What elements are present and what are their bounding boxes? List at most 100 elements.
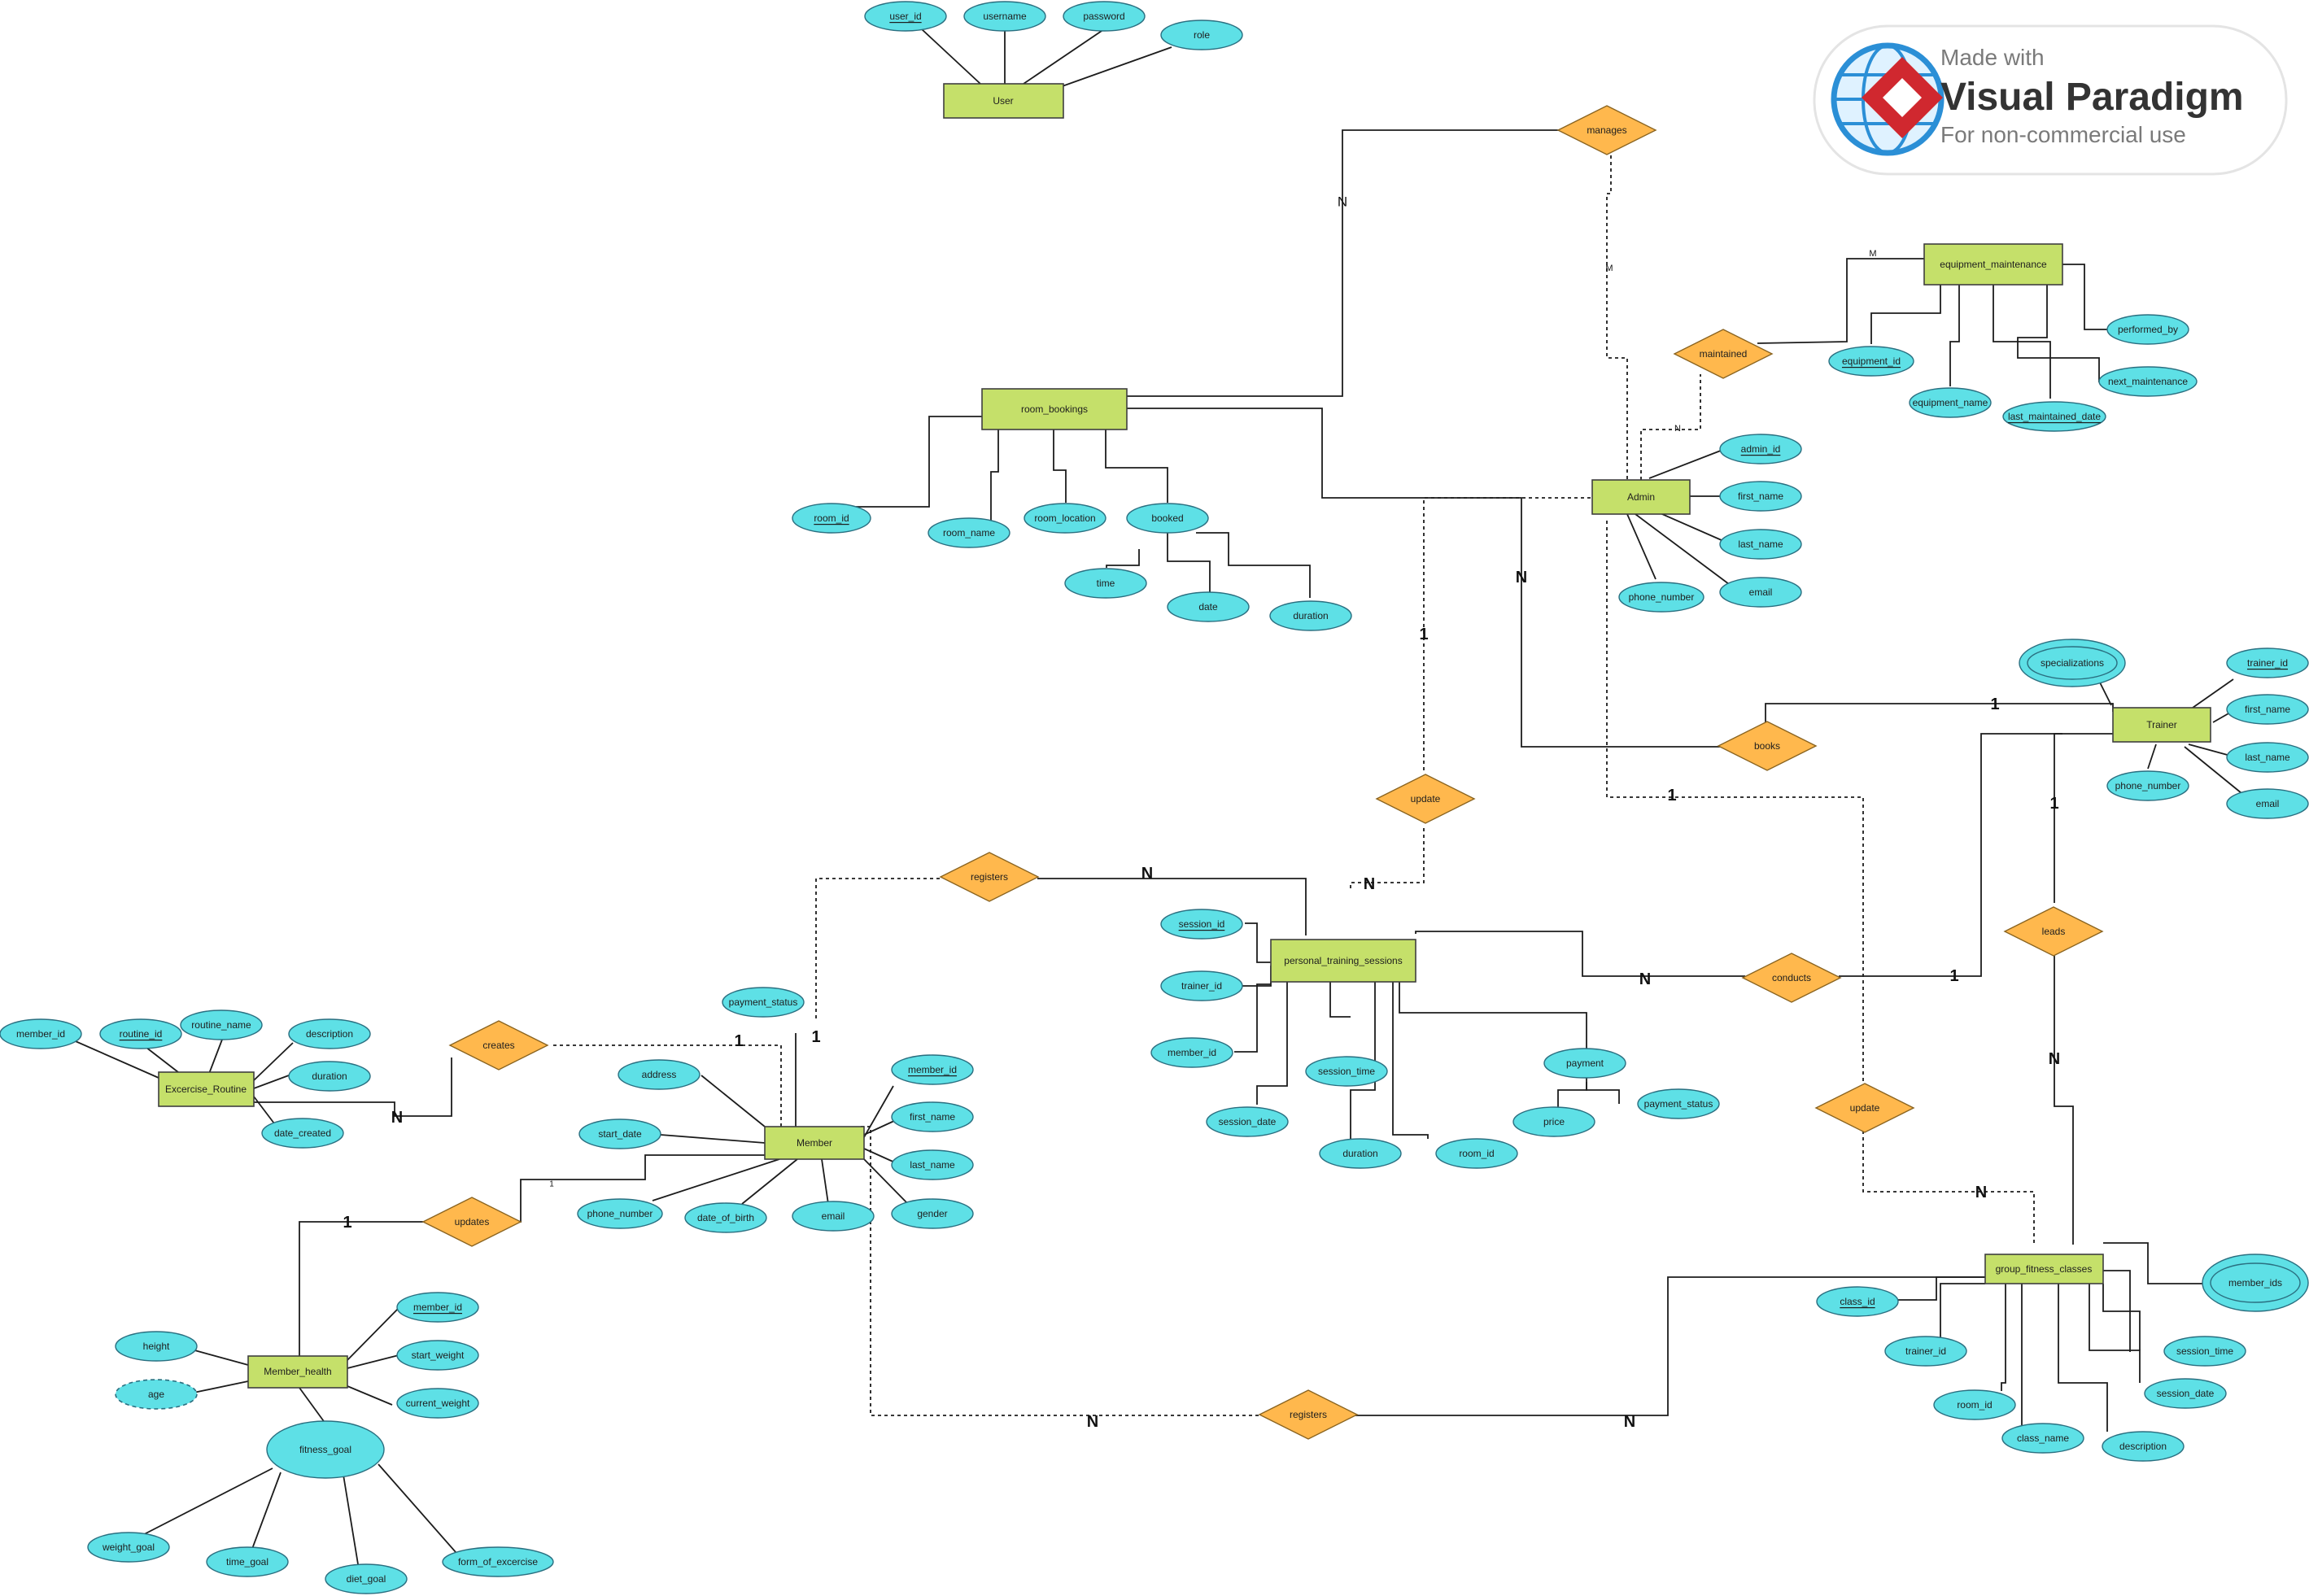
attr-time-goal[interactable]: time_goal [206,1546,289,1577]
attr-routine-member-id[interactable]: member_id [0,1018,82,1049]
attr-form-of-excercise[interactable]: form_of_excercise [442,1546,554,1577]
relationship-manages[interactable]: manages [1556,105,1657,155]
relationship-registers-pt[interactable]: registers [939,852,1040,902]
relationship-update-admin-pt[interactable]: update [1375,774,1476,824]
attr-member-last-name[interactable]: last_name [891,1149,974,1180]
attr-session-id[interactable]: session_id [1160,909,1243,940]
attr-role[interactable]: role [1160,20,1243,50]
attr-routine-duration[interactable]: duration [288,1061,371,1092]
attr-member-payment-status[interactable]: payment_status [722,987,805,1018]
attr-trainer-email[interactable]: email [2226,788,2309,819]
attr-room-id[interactable]: room_id [792,503,871,534]
attr-trainer-id[interactable]: trainer_id [2226,648,2309,678]
attr-pt-member-id[interactable]: member_id [1150,1037,1233,1068]
svg-text:email: email [1749,587,1773,598]
attr-payment[interactable]: payment [1543,1048,1626,1079]
attr-pt-payment-status[interactable]: payment_status [1637,1088,1720,1119]
attr-date-created[interactable]: date_created [261,1118,344,1149]
attr-routine-id[interactable]: routine_id [99,1018,182,1049]
svg-text:phone_number: phone_number [587,1208,653,1219]
relationship-books[interactable]: books [1717,721,1818,771]
entity-member-health[interactable]: Member_health [247,1355,348,1389]
entity-member[interactable]: Member [764,1126,865,1160]
attr-date[interactable]: date [1167,591,1250,622]
attr-pt-duration[interactable]: duration [1319,1138,1402,1169]
svg-text:date: date [1198,601,1218,613]
relationship-registers-group[interactable]: registers [1258,1389,1359,1440]
attr-current-weight[interactable]: current_weight [396,1388,479,1419]
svg-text:performed_by: performed_by [2118,324,2178,335]
attr-last-maintained-date[interactable]: last_maintained_date [2002,401,2106,432]
attr-password[interactable]: password [1063,1,1146,32]
entity-personal-training-sessions[interactable]: personal_training_sessions [1270,939,1416,983]
attr-weight-goal[interactable]: weight_goal [87,1532,170,1563]
entity-room-bookings[interactable]: room_bookings [981,388,1128,430]
svg-text:date_of_birth: date_of_birth [697,1212,754,1223]
attr-admin-first-name[interactable]: first_name [1719,481,1802,512]
attr-class-name[interactable]: class_name [2001,1423,2084,1454]
attr-user-id[interactable]: user_id [864,1,947,32]
entity-equipment-maintenance[interactable]: equipment_maintenance [1923,243,2063,286]
entity-trainer[interactable]: Trainer [2112,707,2211,743]
svg-text:username: username [983,11,1027,22]
attr-equipment-id[interactable]: equipment_id [1828,346,1914,377]
attr-specializations[interactable]: specializations [2019,639,2126,687]
attr-pt-trainer-id[interactable]: trainer_id [1160,970,1243,1001]
entity-admin[interactable]: Admin [1591,479,1691,515]
attr-admin-phone-number[interactable]: phone_number [1618,582,1704,613]
attr-trainer-phone-number[interactable]: phone_number [2106,770,2189,801]
attr-member-id[interactable]: member_id [891,1054,974,1085]
attr-admin-last-name[interactable]: last_name [1719,529,1802,560]
attr-routine-description[interactable]: description [288,1018,371,1049]
svg-text:password: password [1083,11,1124,22]
attr-next-maintenance[interactable]: next_maintenance [2098,366,2198,397]
relationship-conducts[interactable]: conducts [1741,953,1842,1003]
attr-equipment-name[interactable]: equipment_name [1909,387,1992,418]
attr-performed-by[interactable]: performed_by [2106,314,2189,345]
attr-booked[interactable]: booked [1126,503,1209,534]
attr-price[interactable]: price [1512,1106,1595,1137]
attr-date-of-birth[interactable]: date_of_birth [684,1202,767,1233]
attr-username[interactable]: username [963,1,1046,32]
attr-session-time[interactable]: session_time [1305,1056,1388,1087]
relationship-updates[interactable]: updates [421,1197,522,1247]
attr-member-email[interactable]: email [792,1201,875,1232]
attr-session-date[interactable]: session_date [1206,1106,1289,1137]
attr-age[interactable]: age [115,1379,198,1410]
relationship-label: update [1411,793,1441,805]
attr-trainer-first-name[interactable]: first_name [2226,694,2309,725]
attr-class-id[interactable]: class_id [1816,1286,1899,1317]
attr-fitness-goal[interactable]: fitness_goal [266,1420,385,1479]
attr-admin-email[interactable]: email [1719,577,1802,608]
attr-group-room-id[interactable]: room_id [1933,1389,2016,1420]
entity-excercise-routine[interactable]: Excercise_Routine [158,1071,255,1107]
attr-routine-name[interactable]: routine_name [180,1009,263,1040]
attr-diet-goal[interactable]: diet_goal [325,1563,408,1594]
attr-group-trainer-id[interactable]: trainer_id [1884,1336,1967,1367]
attr-member-first-name[interactable]: first_name [891,1101,974,1132]
attr-member-phone-number[interactable]: phone_number [577,1198,663,1229]
attr-trainer-last-name[interactable]: last_name [2226,742,2309,773]
attr-admin-id[interactable]: admin_id [1719,434,1802,464]
attr-room-name[interactable]: room_name [928,517,1010,548]
relationship-maintained[interactable]: maintained [1673,329,1774,379]
attr-start-date[interactable]: start_date [578,1119,661,1149]
attr-height[interactable]: height [115,1331,198,1362]
relationship-creates[interactable]: creates [448,1020,549,1071]
attr-group-description[interactable]: description [2102,1431,2185,1462]
entity-group-fitness-classes[interactable]: group_fitness_classes [1984,1254,2104,1284]
attr-start-weight[interactable]: start_weight [396,1340,479,1371]
relationship-leads[interactable]: leads [2003,906,2104,957]
attr-health-member-id[interactable]: member_id [396,1292,479,1323]
entity-user[interactable]: User [943,83,1064,119]
attr-time[interactable]: time [1064,568,1147,599]
attr-gender[interactable]: gender [891,1198,974,1229]
attr-pt-room-id[interactable]: room_id [1435,1138,1518,1169]
attr-group-session-time[interactable]: session_time [2163,1336,2246,1367]
attr-group-session-date[interactable]: session_date [2144,1378,2227,1409]
attr-member-ids[interactable]: member_ids [2202,1254,2309,1312]
relationship-update-group[interactable]: update [1814,1083,1915,1133]
attr-duration[interactable]: duration [1269,600,1352,631]
attr-address[interactable]: address [618,1059,701,1090]
attr-room-location[interactable]: room_location [1024,503,1106,534]
